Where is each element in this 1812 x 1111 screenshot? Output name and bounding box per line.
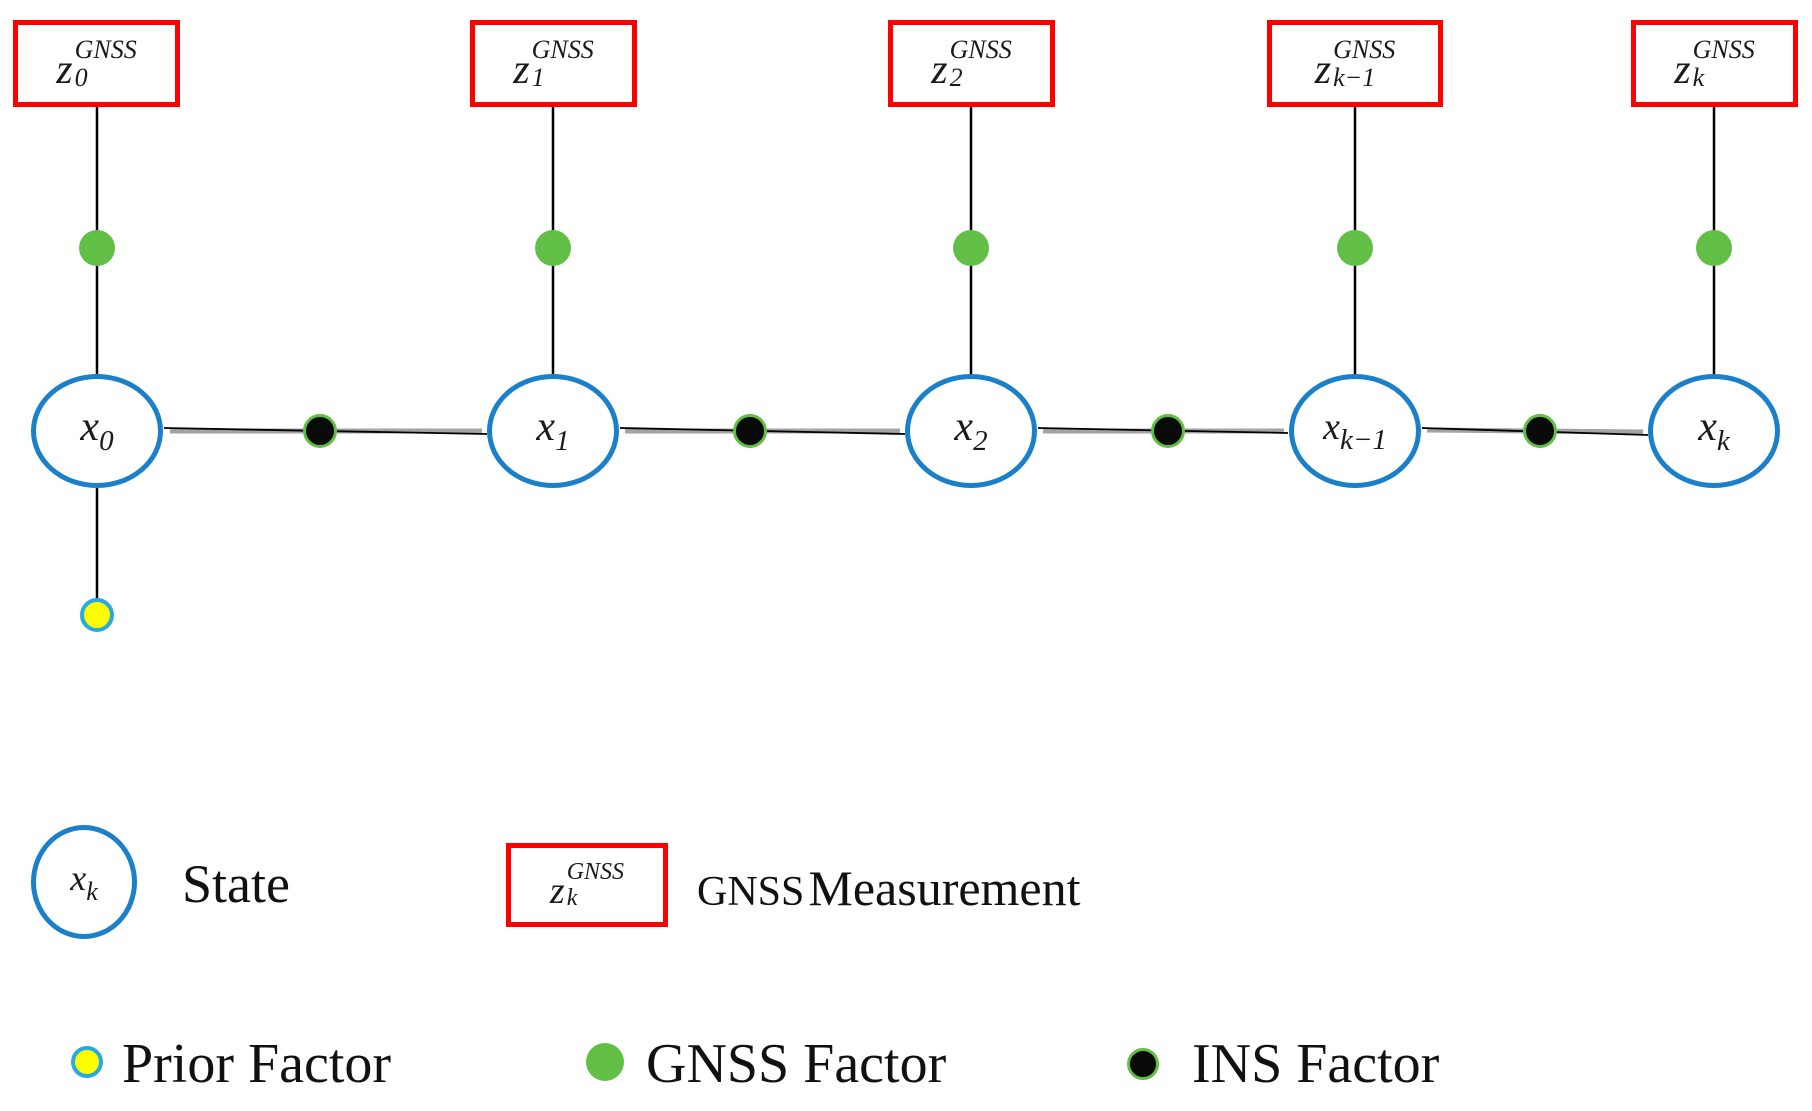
legend-gnss-factor-label: GNSS Factor [646, 1033, 947, 1095]
state-node-x1: x1 [487, 374, 619, 488]
ins-factor-dot-0 [303, 414, 337, 448]
legend-state-symbol-label: xk [70, 857, 98, 906]
legend-measurement-label: GNSS Measurement [697, 859, 1081, 917]
legend-gnss-factor-dot [586, 1043, 624, 1081]
state-node-x0: x0 [31, 374, 163, 488]
ins-factor-dot-2 [1151, 414, 1185, 448]
gnss-factor-dot-0 [79, 230, 115, 266]
legend-state-label: State [182, 854, 290, 914]
state-node-x2: x2 [905, 374, 1037, 488]
gnss-factor-dot-2 [953, 230, 989, 266]
state-label-x1: x1 [536, 404, 570, 457]
state-node-xk1: xk−1 [1289, 374, 1421, 488]
legend-measurement-label-prefix: GNSS [697, 869, 805, 915]
legend-prior-factor-dot [71, 1046, 103, 1078]
prior-factor-dot [80, 598, 114, 632]
legend-ins-factor-label: INS Factor [1192, 1033, 1440, 1095]
gnss-factor-dot-k1 [1337, 230, 1373, 266]
gnss-factor-dot-1 [535, 230, 571, 266]
ins-factor-dot-1 [733, 414, 767, 448]
legend-ins-factor-dot [1127, 1048, 1159, 1080]
state-label-x0: x0 [80, 404, 114, 457]
gnss-factor-dot-k [1696, 230, 1732, 266]
legend-prior-factor-label: Prior Factor [122, 1033, 392, 1095]
state-label-x2: x2 [954, 404, 988, 457]
ins-factor-dot-3 [1523, 414, 1557, 448]
state-node-xk: xk [1648, 374, 1780, 488]
state-label-xk: xk [1698, 404, 1730, 457]
legend-state-symbol: xk [31, 825, 137, 939]
legend-measurement-label-main: Measurement [808, 860, 1081, 916]
state-label-xk1: xk−1 [1323, 405, 1387, 456]
